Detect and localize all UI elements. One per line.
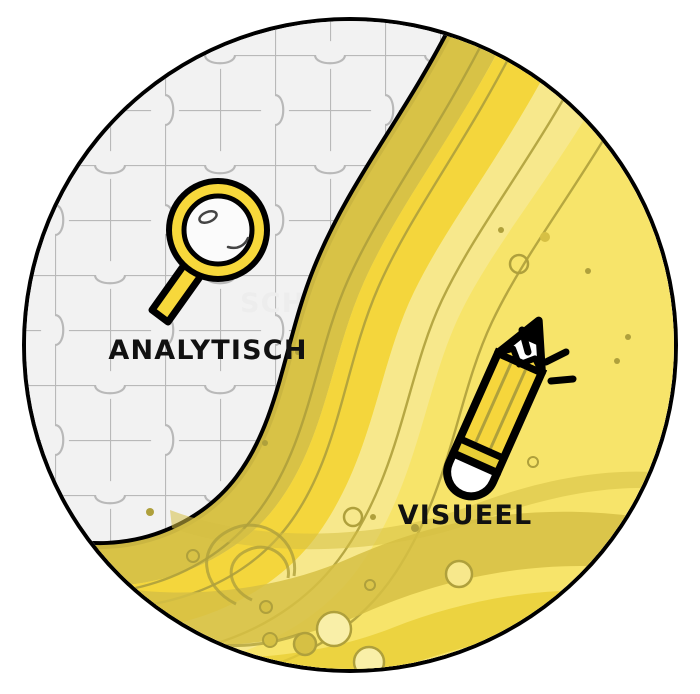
visueel-label: VISUEEL — [398, 500, 533, 531]
ghost-text: SCH — [240, 288, 305, 319]
visueel-half — [26, 21, 674, 669]
analytisch-label: ANALYTISCH — [108, 335, 307, 366]
pencil-icon[interactable] — [439, 311, 560, 504]
sparkle-icon — [518, 326, 577, 385]
magnifier-icon[interactable] — [148, 178, 270, 326]
bubbles — [146, 227, 631, 669]
